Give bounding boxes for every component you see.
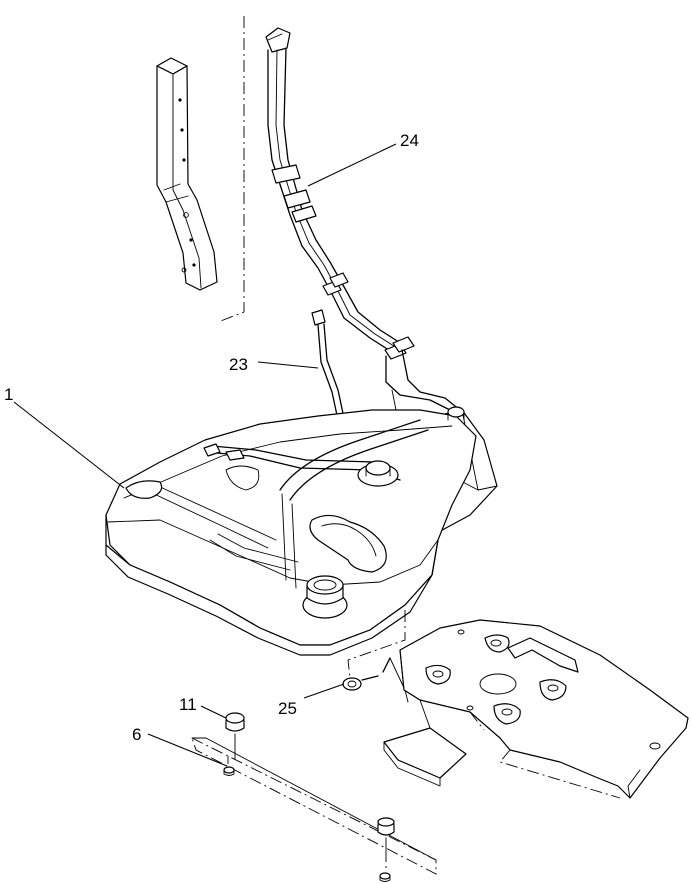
frame-post: [156, 57, 218, 291]
mounting-plate: [383, 619, 689, 799]
fuel-tank: [105, 406, 498, 656]
nut-left: [223, 766, 235, 776]
rubber-bumper-right: [377, 817, 395, 851]
alignment-line: [217, 16, 245, 323]
tank-strap: [191, 737, 437, 875]
leader-25: [303, 683, 345, 699]
nut-right: [379, 872, 391, 882]
tank-drain-line: [347, 610, 406, 679]
plate-hidden-edges: [469, 711, 621, 799]
callout-24: 24: [400, 131, 419, 150]
callout-23: 23: [229, 355, 248, 374]
callout-25: 25: [278, 699, 297, 718]
rubber-bumper-left: [225, 712, 245, 749]
vent-hose: [311, 309, 345, 421]
drain-fitting: [342, 657, 409, 703]
filler-tube: [265, 27, 461, 441]
callout-1: 1: [4, 385, 13, 404]
leader-1: [13, 401, 125, 489]
leader-6: [147, 733, 228, 767]
leader-11: [200, 705, 227, 719]
callout-11: 11: [179, 695, 197, 714]
callout-6: 6: [132, 725, 141, 744]
leader-24: [307, 143, 397, 187]
leader-23: [257, 361, 319, 369]
bumper-left-line: [227, 748, 236, 764]
